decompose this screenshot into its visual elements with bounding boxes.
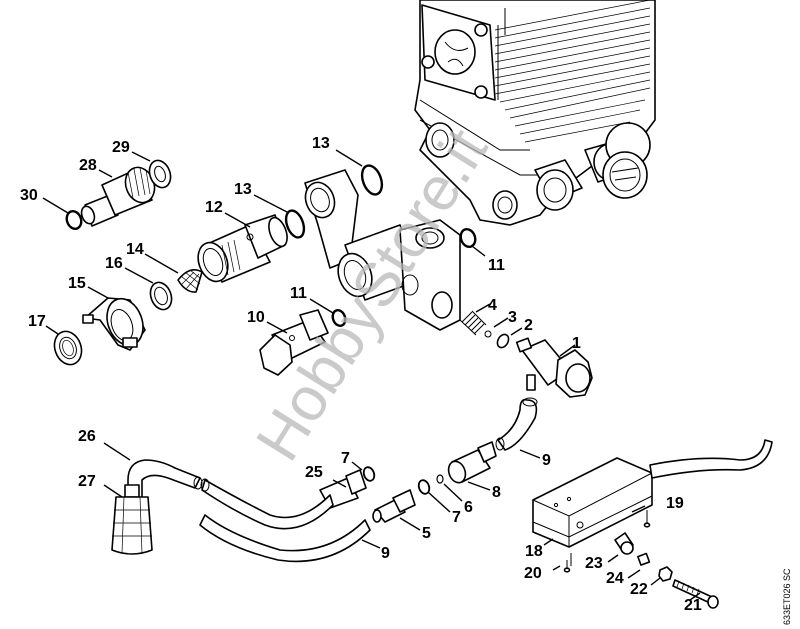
callout-16: 16 (105, 255, 123, 272)
callout-20: 20 (524, 565, 542, 582)
callout-26: 26 (78, 428, 96, 445)
watermark: HobbyStore.it (243, 117, 501, 472)
manifold-block (304, 169, 461, 331)
callout-10: 10 (247, 309, 265, 326)
part-29-washer (148, 159, 172, 189)
callout-15: 15 (68, 275, 86, 292)
callout-8: 8 (492, 484, 501, 501)
part-18-tank-box (532, 439, 773, 548)
pump-fitting-right (602, 122, 651, 199)
callout-13-left: 13 (234, 181, 252, 198)
part-9-hose-lower (199, 514, 371, 563)
part-28-hose-connector (80, 166, 156, 227)
part-22-nut (658, 566, 673, 582)
part-23-plug (614, 532, 634, 555)
part-20-screw (563, 553, 572, 573)
part-15-quick-coupling (82, 297, 146, 351)
callout-6: 6 (464, 499, 473, 516)
part-5-hose-nipple (372, 489, 416, 523)
drawing-code: 633ET026 SC (782, 568, 792, 625)
part-6-o-ring (436, 474, 444, 484)
part-14-strainer (177, 269, 203, 293)
callout-28: 28 (79, 157, 97, 174)
part-13-o-ring-right (360, 164, 384, 196)
pump-housing (414, 0, 656, 226)
callout-21: 21 (684, 597, 702, 614)
part-1-valve (515, 337, 593, 398)
part-8-hose-connector (447, 441, 497, 484)
callout-13-right: 13 (312, 135, 330, 152)
callout-14: 14 (126, 241, 144, 258)
callout-9-lower: 9 (381, 545, 390, 562)
part-7-o-ring-left (362, 466, 376, 482)
callout-22: 22 (630, 581, 648, 598)
callout-3: 3 (508, 309, 517, 326)
callout-11-left: 11 (290, 285, 307, 302)
part-11-o-ring-right (459, 228, 477, 248)
part-21-bolt (672, 579, 719, 609)
callout-30: 30 (20, 187, 38, 204)
part-24-sleeve (637, 552, 651, 566)
part-9-hose-upper (497, 398, 538, 451)
callout-19: 19 (666, 495, 684, 512)
part-17-adapter (53, 330, 83, 366)
part-11-o-ring-left (331, 309, 347, 327)
callout-11-right: 11 (488, 257, 505, 274)
callout-2: 2 (524, 317, 533, 334)
callout-25: 25 (305, 464, 323, 481)
part-13-o-ring-left (284, 209, 306, 239)
pump-fitting-left (534, 159, 583, 211)
part-16-washer (149, 281, 173, 311)
part-2-o-ring (496, 333, 510, 349)
part-3-ball (484, 330, 492, 338)
hose-segment (201, 479, 334, 530)
part-26-suction-hose (127, 459, 203, 506)
callout-29: 29 (112, 139, 130, 156)
callout-12: 12 (205, 199, 223, 216)
part-10-banjo-bolt (259, 309, 329, 376)
callout-7-left: 7 (341, 450, 350, 467)
part-19-screw (643, 510, 651, 528)
callout-17: 17 (28, 313, 46, 330)
part-4-spring (459, 310, 487, 336)
callout-5: 5 (422, 525, 431, 542)
callout-23: 23 (585, 555, 603, 572)
callout-9-upper: 9 (542, 452, 551, 469)
callout-18: 18 (525, 543, 543, 560)
part-27-filter (111, 484, 153, 555)
callout-labels: 30 28 29 12 13 13 14 16 15 17 10 11 11 4… (20, 135, 702, 614)
callout-1: 1 (572, 335, 581, 352)
leader-lines (42, 149, 701, 601)
part-30-o-ring (65, 210, 83, 230)
callout-4: 4 (488, 297, 497, 314)
callout-7-right: 7 (452, 509, 461, 526)
callout-24: 24 (606, 570, 624, 587)
callout-27: 27 (78, 473, 96, 490)
part-7-o-ring-right (417, 479, 431, 495)
part-12-banjo-fitting (197, 214, 288, 283)
